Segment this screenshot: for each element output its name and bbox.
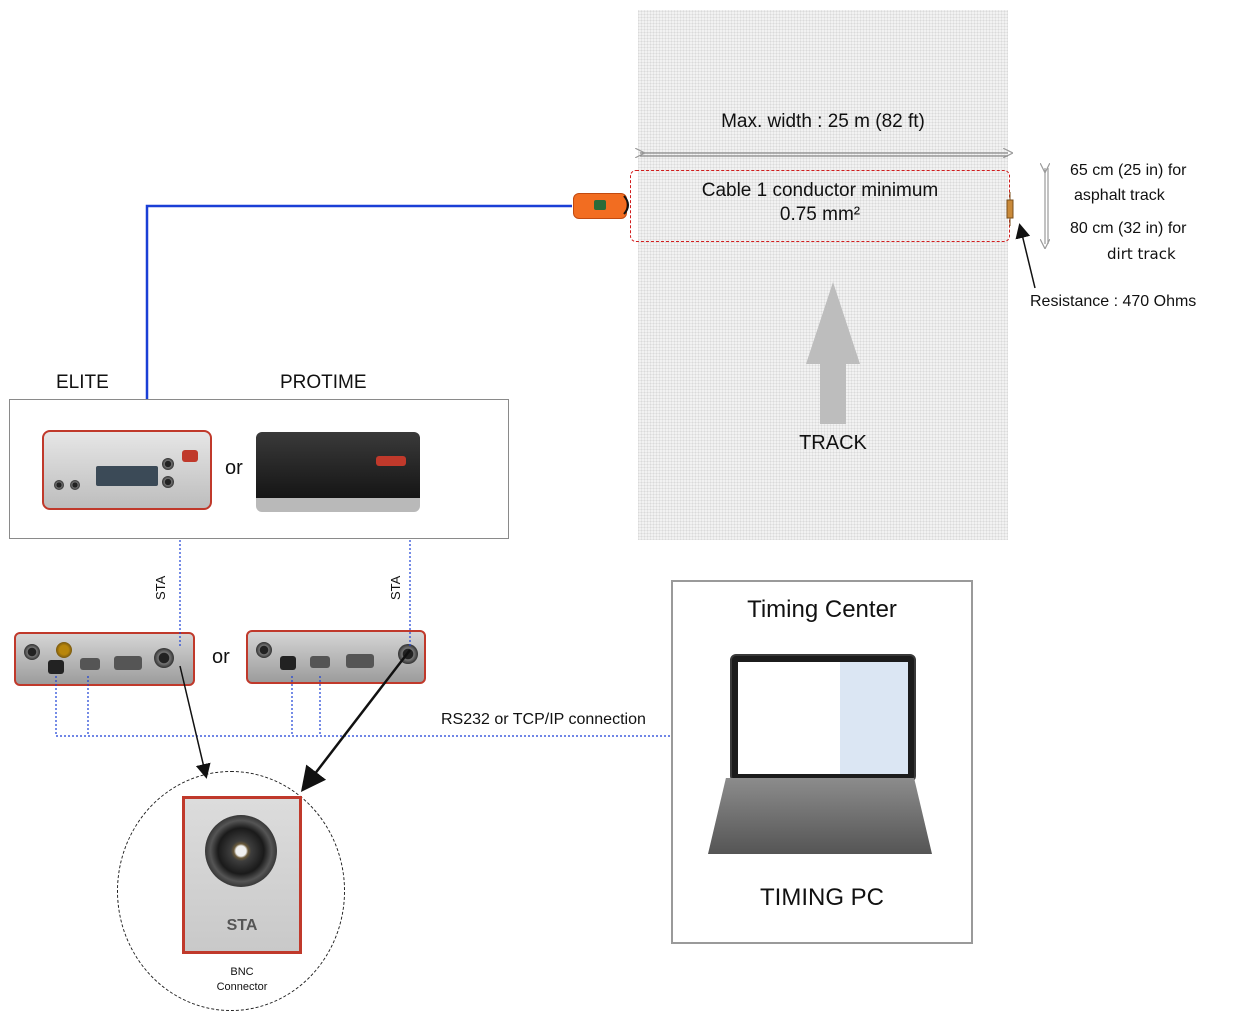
protime-interface-image [246, 630, 426, 684]
asphalt-spec-line1: 65 cm (25 in) for [1070, 162, 1187, 179]
loop-sensor-icon [573, 193, 627, 219]
loop-cable-line [145, 204, 572, 399]
rs232-network-lines [55, 676, 672, 737]
elite-device-image [42, 430, 212, 510]
cable-spec-line1: Cable 1 conductor minimum [701, 180, 939, 201]
bnc-caption-line1: BNC [230, 966, 254, 978]
cable-spec-line2: 0.75 mm² [779, 204, 861, 225]
max-width-label: Max. width : 25 m (82 ft) [721, 111, 925, 132]
bnc-photo-label: STA [226, 917, 258, 934]
resistance-label: Resistance : 470 Ohms [1030, 293, 1197, 310]
laptop-screen-image [730, 654, 916, 782]
dirt-spec-line2: dirt track [1107, 245, 1176, 263]
laptop-base-image [708, 778, 932, 854]
bnc-pointer-right [300, 649, 411, 792]
bnc-connector-photo: STA [182, 796, 302, 954]
connection-label: RS232 or TCP/IP connection [441, 711, 646, 728]
bnc-caption-line2: Connector [216, 981, 268, 993]
elite-interface-image [14, 632, 195, 686]
bnc-closeup-circle [117, 771, 345, 1011]
track-area [638, 10, 1008, 540]
track-label: TRACK [799, 432, 867, 454]
protime-label: PROTIME [280, 372, 367, 393]
track-direction-arrow [806, 282, 860, 424]
timing-pc-label: TIMING PC [760, 884, 884, 911]
or-label-top: or [225, 457, 243, 479]
elite-label: ELITE [56, 372, 109, 393]
timing-center-title: Timing Center [747, 596, 897, 623]
asphalt-spec-line2: asphalt track [1074, 187, 1165, 204]
or-label-bottom: or [212, 646, 230, 668]
protime-device-image [256, 432, 420, 512]
dirt-spec-line1: 80 cm (32 in) for [1070, 220, 1187, 237]
bnc-pointer-left [179, 665, 211, 779]
resistance-pointer [1015, 223, 1036, 289]
resistor-icon [1006, 199, 1014, 219]
